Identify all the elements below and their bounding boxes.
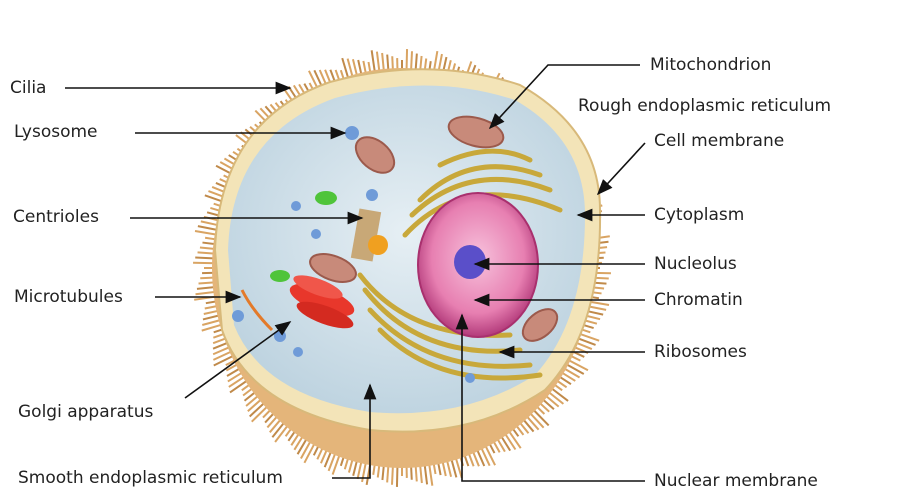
label-cell-membrane: Cell membrane [654,131,785,151]
cilium [427,461,434,486]
label-golgi-apparatus: Golgi apparatus [18,402,154,422]
smooth-er-pointer [332,383,377,479]
label-microtubules: Microtubules [14,287,123,307]
golgi-apparatus [289,275,355,329]
label-mitochondrion: Mitochondrion [650,55,772,75]
vesicle [315,191,337,205]
lysosomes [232,126,475,383]
mitochondrion-pointer [488,64,640,130]
cell-membrane-pointer [596,142,646,196]
label-lysosome: Lysosome [14,122,98,142]
nucleolus [454,245,486,279]
vesicle [270,270,290,282]
label-nucleolus: Nucleolus [654,254,737,274]
label-cilia: Cilia [10,78,47,98]
nuclear-membrane-pointer [455,313,645,482]
label-centrioles: Centrioles [13,207,99,227]
label-smooth-er: Smooth endoplasmic reticulum [18,468,283,488]
label-rough-er: Rough endoplasmic reticulum [578,96,832,116]
label-ribosomes: Ribosomes [654,342,747,362]
label-chromatin: Chromatin [654,290,743,310]
microtubules [240,289,274,332]
label-cytoplasm: Cytoplasm [654,205,745,225]
label-nuclear-membrane: Nuclear membrane [654,471,818,491]
golgi-pointer [184,321,292,399]
pointer-lines [65,64,646,482]
